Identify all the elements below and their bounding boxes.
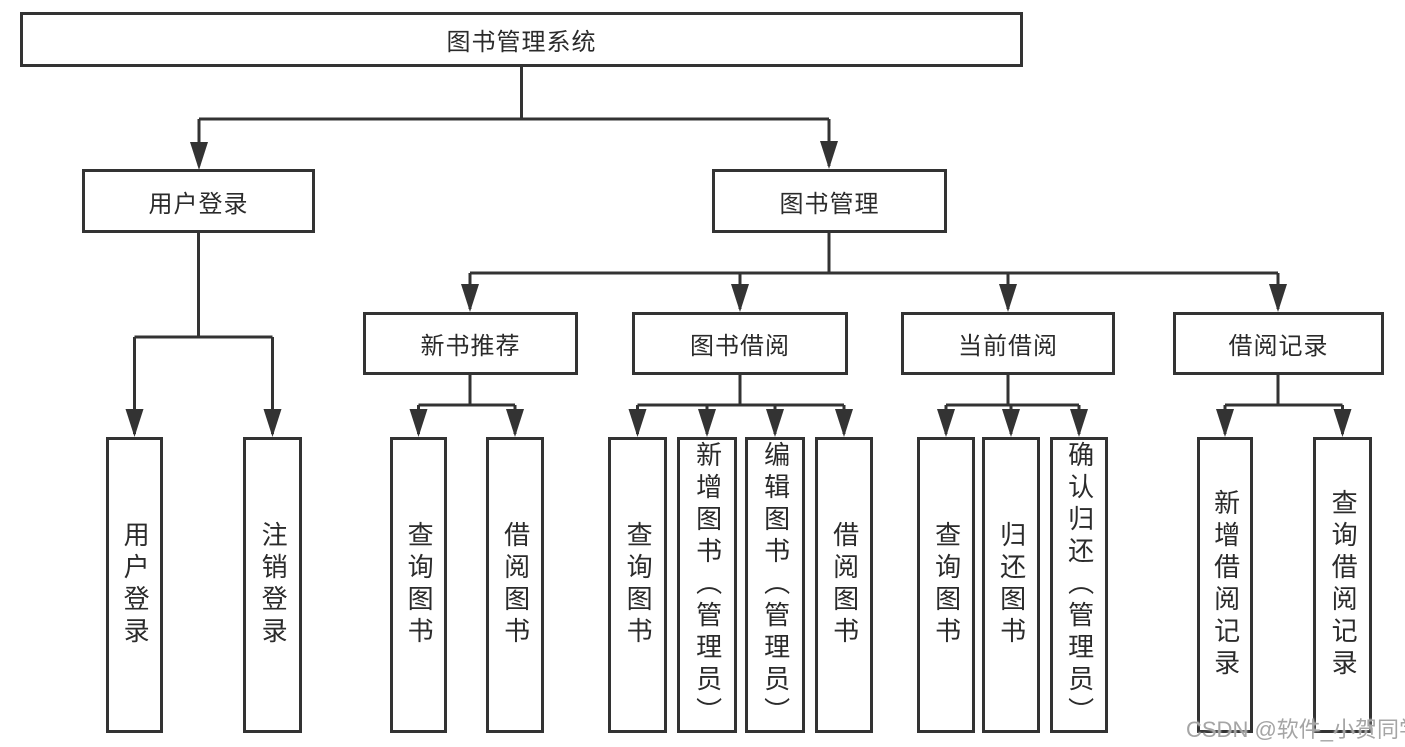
node-label: 当前借阅 [958,333,1058,360]
leaf-label: 注销登录 [258,521,289,649]
node-book-management: 图书管理 [712,169,947,233]
node-label: 用户登录 [148,190,249,218]
leaf-label: 编辑图书（管理员） [760,441,791,729]
leaf-confirm-return-admin: 确认归还（管理员） [1050,437,1108,733]
leaf-query-borrow-record: 查询借阅记录 [1313,437,1372,733]
node-borrowing-records: 借阅记录 [1173,312,1384,375]
node-book-borrowing: 图书借阅 [632,312,848,375]
leaf-borrow-books: 借阅图书 [815,437,873,733]
leaf-label: 归还图书 [996,521,1027,649]
leaf-add-borrow-record: 新增借阅记录 [1197,437,1253,733]
node-label: 图书管理 [779,190,880,218]
leaf-label: 查询图书 [404,521,435,649]
node-label: 图书借阅 [690,333,790,360]
leaf-label: 新增图书（管理员） [692,441,723,729]
node-label: 借阅记录 [1228,333,1329,360]
node-label: 图书管理系统 [446,29,597,56]
node-current-borrowing: 当前借阅 [901,312,1115,375]
leaf-label: 查询借阅记录 [1328,489,1359,681]
leaf-label: 确认归还（管理员） [1064,441,1095,729]
leaf-label: 查询图书 [623,521,654,649]
node-new-book-recommendation: 新书推荐 [363,312,578,375]
leaf-return-books: 归还图书 [982,437,1040,733]
leaf-query-books: 查询图书 [390,437,447,733]
leaf-label: 借阅图书 [829,521,860,649]
leaf-user-login: 用户登录 [106,437,163,733]
node-library-management-system: 图书管理系统 [20,12,1023,67]
leaf-label: 查询图书 [931,521,962,649]
leaf-label: 新增借阅记录 [1210,489,1241,681]
leaf-logout: 注销登录 [243,437,302,733]
leaf-query-books: 查询图书 [608,437,667,733]
leaf-edit-book-admin: 编辑图书（管理员） [745,437,805,733]
csdn-watermark: CSDN @软件_小贺同学 [1186,717,1405,742]
leaf-label: 借阅图书 [500,521,531,649]
node-user-login: 用户登录 [82,169,315,233]
leaf-add-book-admin: 新增图书（管理员） [677,437,737,733]
connector-path [133,67,1344,434]
leaf-label: 用户登录 [120,521,151,649]
leaf-query-books: 查询图书 [917,437,975,733]
node-label: 新书推荐 [420,333,521,360]
leaf-borrow-books: 借阅图书 [486,437,544,733]
